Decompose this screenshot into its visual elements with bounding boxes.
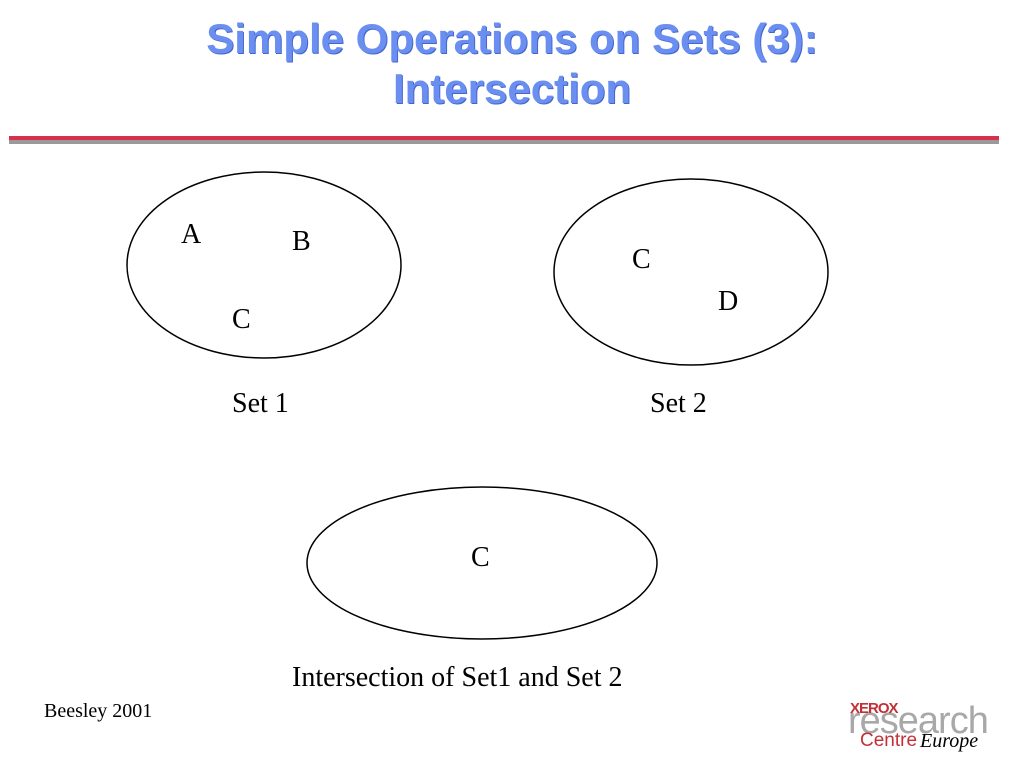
intersection-caption: Intersection of Set1 and Set 2 xyxy=(292,662,622,693)
set-2-ellipse xyxy=(553,178,829,366)
title-line-1: Simple Operations on Sets (3): xyxy=(206,15,818,62)
title-divider-gray xyxy=(9,140,999,144)
set-1-ellipse xyxy=(126,171,402,359)
footer-author: Beesley 2001 xyxy=(44,700,153,722)
title-divider xyxy=(9,136,999,144)
logo-xerox-brand: XEROX xyxy=(850,700,899,717)
intersection-ellipse xyxy=(306,486,658,640)
set-1-caption: Set 1 xyxy=(232,388,289,419)
xerox-research-logo: research XEROX Centre Europe xyxy=(848,700,998,760)
title-divider-red xyxy=(9,136,999,140)
logo-research-word: research xyxy=(848,700,989,742)
logo-centre: Centre xyxy=(860,730,918,751)
set-1-element-b: B xyxy=(292,226,311,257)
set-2-element-c: C xyxy=(632,244,651,275)
set-1-element-a: A xyxy=(181,219,202,250)
set-2-element-d: D xyxy=(718,286,738,317)
intersection-element-c: C xyxy=(471,542,490,573)
title-line-2: Intersection xyxy=(392,65,632,112)
set-1-element-c: C xyxy=(232,304,251,335)
slide-title: Simple Operations on Sets (3): Intersect… xyxy=(0,14,1024,114)
set-2-caption: Set 2 xyxy=(650,388,707,419)
logo-europe: Europe xyxy=(920,730,979,752)
